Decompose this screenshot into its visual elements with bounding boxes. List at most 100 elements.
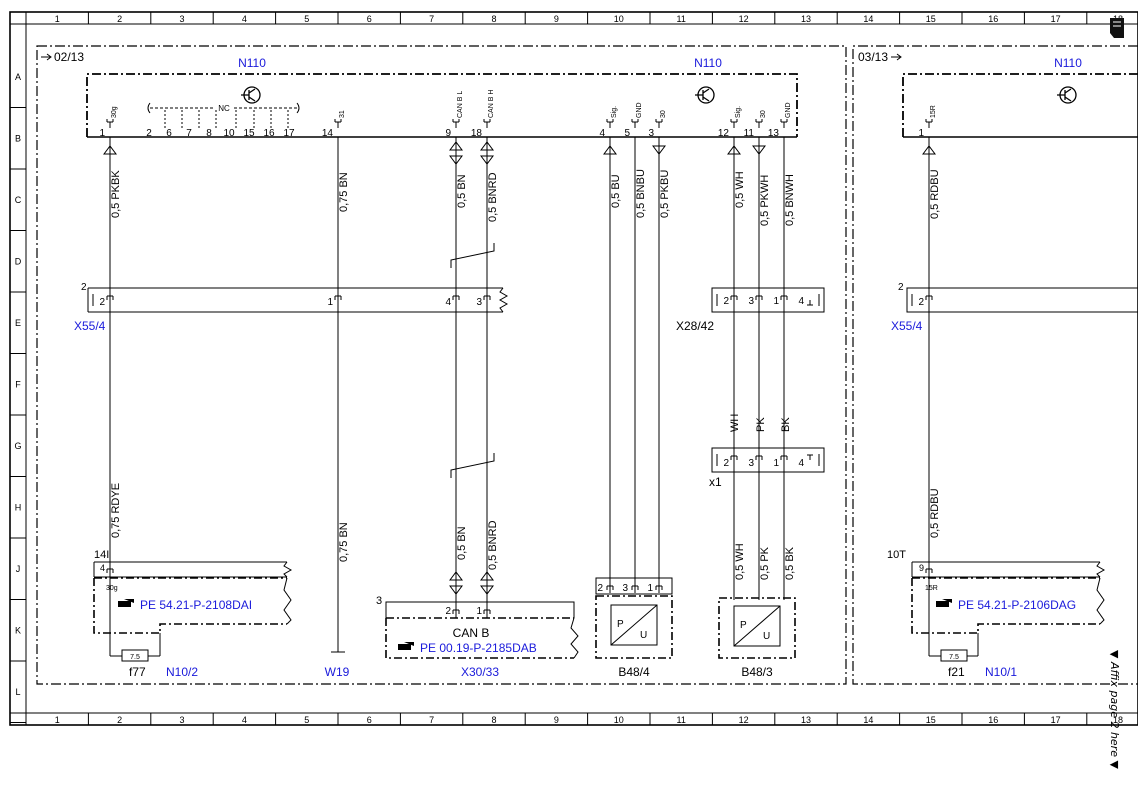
label-x1: x1 bbox=[709, 475, 722, 489]
svg-text:1: 1 bbox=[773, 296, 779, 307]
svg-text:12: 12 bbox=[718, 128, 730, 139]
column-label: 7 bbox=[429, 715, 434, 725]
wires bbox=[109, 137, 930, 653]
column-label: 10 bbox=[614, 14, 624, 24]
ref-00-19-2185[interactable]: PE 00.19-P-2185DAB bbox=[420, 641, 537, 655]
column-label: 8 bbox=[491, 715, 496, 725]
column-label: 16 bbox=[988, 715, 998, 725]
connector-x1 bbox=[711, 447, 825, 473]
fuse-value-f77: 7.5 bbox=[130, 654, 140, 661]
label-b48-4: B48/4 bbox=[618, 665, 650, 679]
signal-arrows bbox=[103, 141, 936, 595]
svg-text:2: 2 bbox=[723, 296, 729, 307]
b48-3-u: U bbox=[763, 631, 770, 642]
svg-text:0,5 PKBU: 0,5 PKBU bbox=[659, 170, 671, 218]
svg-text:30g: 30g bbox=[111, 106, 118, 118]
svg-text:15R: 15R bbox=[930, 105, 937, 118]
column-label: 12 bbox=[739, 14, 749, 24]
svg-text:5: 5 bbox=[624, 128, 630, 139]
svg-text:3: 3 bbox=[748, 296, 754, 307]
label-f21: f21 bbox=[948, 665, 965, 679]
connector-x55-right bbox=[906, 287, 1138, 313]
svg-text:16: 16 bbox=[263, 128, 275, 139]
ref-54-21-2108[interactable]: PE 54.21-P-2108DAI bbox=[140, 598, 252, 612]
b48-3-p: P bbox=[740, 620, 747, 631]
svg-text:0,5 BN: 0,5 BN bbox=[456, 174, 468, 208]
label-w19: W19 bbox=[325, 665, 350, 679]
column-label: 14 bbox=[863, 715, 873, 725]
column-label: 9 bbox=[554, 14, 559, 24]
svg-text:0,5 BN: 0,5 BN bbox=[456, 526, 468, 560]
svg-text:0,5 WH: 0,5 WH bbox=[734, 171, 746, 208]
svg-text:17: 17 bbox=[283, 128, 295, 139]
svg-text:2: 2 bbox=[99, 297, 105, 308]
ref-54-21-2106[interactable]: PE 54.21-P-2106DAG bbox=[958, 598, 1076, 612]
svg-text:1: 1 bbox=[327, 297, 333, 308]
svg-text:4: 4 bbox=[798, 458, 804, 469]
connector-x55-left bbox=[87, 287, 509, 313]
svg-text:8: 8 bbox=[206, 128, 212, 139]
b48-4-u: U bbox=[640, 630, 647, 641]
svg-text:PK: PK bbox=[755, 417, 767, 432]
transistor-icon bbox=[241, 86, 1077, 104]
sensor-b48-3 bbox=[718, 597, 796, 659]
svg-text:30: 30 bbox=[760, 110, 767, 118]
column-label: 13 bbox=[801, 14, 811, 24]
svg-text:18: 18 bbox=[471, 128, 483, 139]
svg-text:4: 4 bbox=[445, 297, 451, 308]
svg-text:0,5 RDBU: 0,5 RDBU bbox=[929, 488, 941, 538]
module-name-left: N110 bbox=[238, 56, 266, 70]
column-label: 4 bbox=[242, 14, 247, 24]
column-label: 7 bbox=[429, 14, 434, 24]
page-markers: 02/13 03/13 bbox=[41, 50, 902, 64]
page-sections bbox=[36, 45, 1138, 685]
b48-4-pin-2: 2 bbox=[597, 583, 603, 594]
n10-1-signal: 15R bbox=[925, 585, 938, 592]
row-label: K bbox=[15, 625, 21, 635]
svg-text:15: 15 bbox=[243, 128, 255, 139]
column-label: 1 bbox=[55, 715, 60, 725]
corner-page-icon bbox=[1110, 18, 1124, 38]
label-b48-3: B48/3 bbox=[741, 665, 773, 679]
column-label: 5 bbox=[304, 715, 309, 725]
x30-number: 3 bbox=[376, 595, 382, 607]
label-x55-right: X55/4 bbox=[891, 319, 923, 333]
svg-text:1: 1 bbox=[773, 458, 779, 469]
svg-text:0,5 BU: 0,5 BU bbox=[610, 174, 622, 208]
column-label: 1 bbox=[55, 14, 60, 24]
svg-text:7: 7 bbox=[186, 128, 192, 139]
svg-text:11: 11 bbox=[744, 128, 755, 139]
label-f77: f77 bbox=[129, 665, 146, 679]
row-label: F bbox=[15, 379, 21, 389]
svg-text:4: 4 bbox=[798, 296, 804, 307]
row-label: H bbox=[15, 502, 22, 512]
module-pins bbox=[106, 119, 933, 128]
connector-x30-33 bbox=[385, 601, 579, 659]
label-x28: X28/42 bbox=[676, 319, 714, 333]
row-label: J bbox=[16, 564, 21, 574]
svg-text:14: 14 bbox=[322, 128, 334, 139]
column-label: 2 bbox=[117, 715, 122, 725]
affix-note: ▼ Affix page 2 here ▼ bbox=[1108, 650, 1121, 769]
svg-text:4: 4 bbox=[599, 128, 605, 139]
hand-pointer-icon bbox=[936, 599, 952, 607]
fuse-value-f21: 7.5 bbox=[949, 654, 959, 661]
nc-bracket bbox=[147, 102, 300, 128]
x55-left-pin-numbers: 2 2 1 4 3 bbox=[81, 282, 482, 308]
x28-pin-numbers: 2 3 1 4 bbox=[723, 296, 804, 307]
n10-1-pin: 9 bbox=[919, 563, 924, 573]
column-label: 3 bbox=[179, 14, 184, 24]
svg-text:WH: WH bbox=[729, 414, 741, 432]
x55-right-pin: 2 bbox=[918, 297, 924, 308]
svg-text:10: 10 bbox=[223, 128, 235, 139]
svg-text:1: 1 bbox=[99, 128, 105, 139]
n10-2-signal: 30g bbox=[106, 585, 118, 592]
svg-text:0,75 BN: 0,75 BN bbox=[338, 172, 350, 212]
b48-4-p: P bbox=[617, 619, 624, 630]
svg-text:0,75 RDYE: 0,75 RDYE bbox=[110, 483, 122, 538]
module-boxes bbox=[86, 73, 1138, 137]
svg-text:0,5 WH: 0,5 WH bbox=[734, 543, 746, 580]
